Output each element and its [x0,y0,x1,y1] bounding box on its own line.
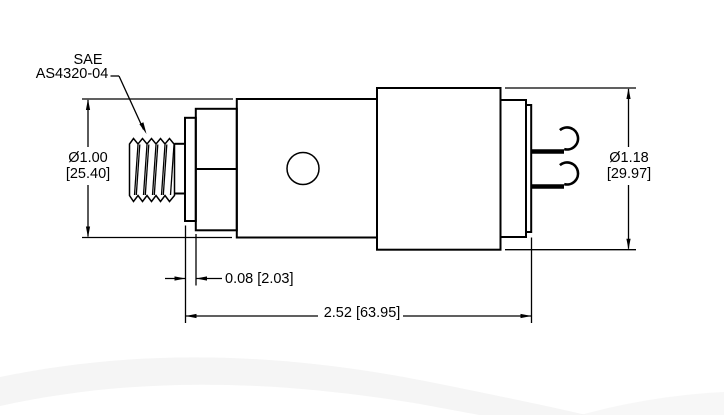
thread-shank [174,142,185,195]
terminal-hook-bottom [559,161,580,186]
dim-right-diameter-inches: Ø1.18 [609,150,649,166]
terminal-hook-top [559,126,580,151]
hex-nut [194,107,238,232]
dim-left-diameter-inches: Ø1.00 [68,150,108,166]
swoosh-band-corner [580,392,724,415]
sealing-washer [184,116,197,222]
dim-washer-thickness-text: 0.08 [2.03] [225,271,294,287]
thread-spec-leader [110,75,147,134]
terminal-pin-bottom [531,161,580,189]
dim-right-diameter-mm: [29.97] [606,166,652,182]
swoosh-band-inner [0,384,480,415]
dim-left-diameter-mm: [25.40] [65,166,111,182]
thread-spec-label-line2: AS4320-04 [35,66,109,82]
dim-overall-length-text: 2.52 [63.95] [323,305,401,321]
dim-left-diameter [82,98,233,239]
dim-overall-length [184,225,533,323]
terminal-pin-top [531,126,580,154]
vent-hole [286,151,320,186]
main-body [235,98,378,239]
dim-right-diameter [505,87,636,251]
housing-block [376,87,502,251]
part-side-view [128,87,580,251]
dim-washer-thickness [165,234,222,286]
port-thread [128,137,176,203]
dimension-annotations [82,75,636,323]
connector-step-1 [499,99,527,238]
connector-step-2 [525,104,533,233]
thread-spec-label-line1: SAE [73,52,103,68]
thread-flank-lines [133,144,175,196]
footer-swoosh-graphic [0,357,724,415]
